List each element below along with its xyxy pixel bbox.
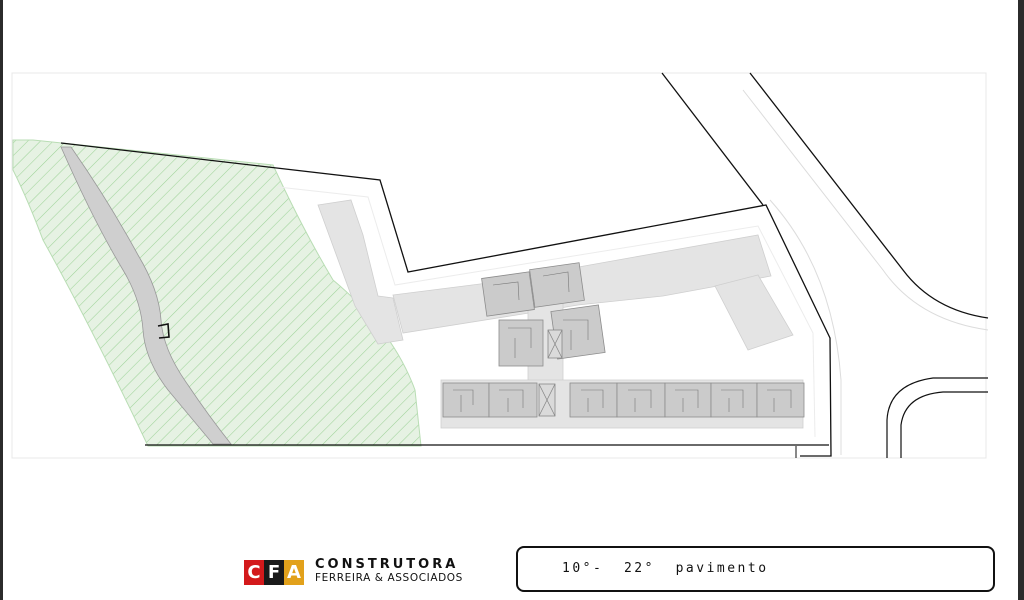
floor-label: 10°- 22° pavimento: [562, 561, 769, 576]
street-edge-east: [749, 72, 989, 319]
viewport-border: [11, 72, 987, 459]
drawing-sheet: C F A CONSTRUTORA FERREIRA & ASSOCIADOS …: [3, 0, 1018, 600]
site-plan: [11, 72, 989, 459]
stair-core: [538, 329, 563, 417]
access-road: [60, 146, 232, 445]
logo-letter-c: C: [244, 560, 264, 585]
street-edge: [661, 72, 764, 206]
logo-company-line2: FERREIRA & ASSOCIADOS: [315, 572, 463, 584]
company-logo: C F A CONSTRUTORA FERREIRA & ASSOCIADOS: [242, 557, 502, 589]
apartment-units: [442, 262, 805, 418]
lot-boundary: [60, 142, 832, 457]
logo-letter-a: A: [284, 560, 304, 585]
curb-return: [886, 377, 988, 458]
title-block: 10°- 22° pavimento: [516, 546, 995, 592]
logo-company-line1: CONSTRUTORA: [315, 557, 459, 572]
logo-letter-f: F: [264, 560, 284, 585]
gate-mark: [157, 323, 170, 339]
